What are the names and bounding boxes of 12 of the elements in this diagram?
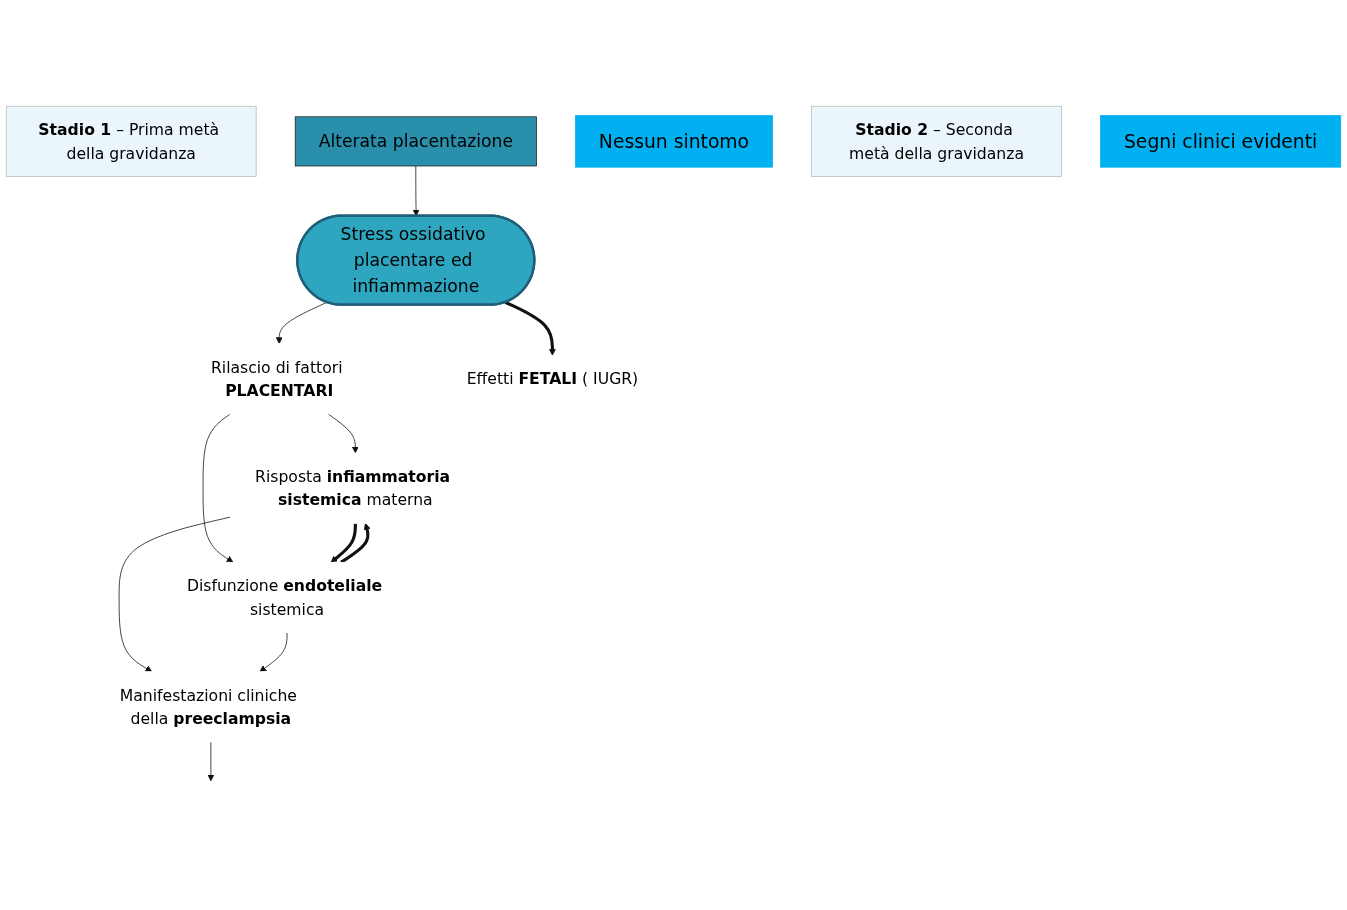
node-text: Manifestazioni cliniche della preeclampsia <box>119 685 297 728</box>
node-text: Risposta infiammatoria sistemica materna <box>255 466 451 509</box>
arrow <box>330 522 357 563</box>
node-text: Rilascio di fattori PLACENTARI <box>210 357 343 400</box>
node-box: Stadio 2 – Seconda metà della gravidanza <box>811 105 1062 177</box>
node-box: Nessun sintomo <box>575 114 773 168</box>
arrow <box>504 300 556 356</box>
node-text: Disfunzione endoteliale sistemica <box>186 576 383 619</box>
node-box: Stadio 1 – Prima metà della gravidanza <box>5 105 257 177</box>
node-box: Alterata placentazione <box>294 116 537 166</box>
node-text: Effetti FETALI ( IUGR) <box>466 369 639 388</box>
node-box: Segni clinici evidenti <box>1100 114 1342 168</box>
